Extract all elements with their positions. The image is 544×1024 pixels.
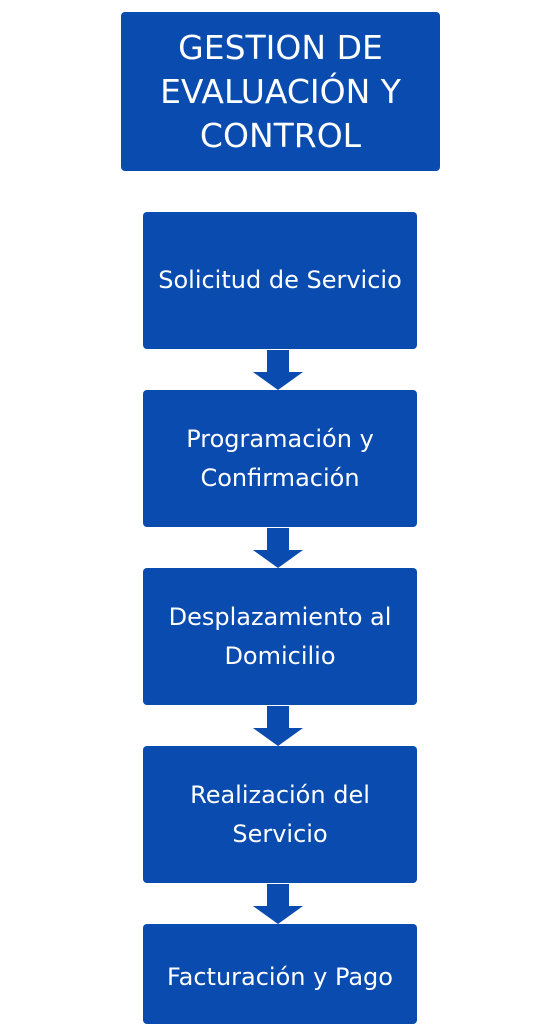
step-label: Desplazamiento al Domicilio	[169, 598, 392, 676]
title-line-3: CONTROL	[199, 115, 362, 155]
step-label-line-1: Facturación y Pago	[167, 962, 393, 991]
step-label-line-1: Solicitud de Servicio	[158, 266, 402, 294]
step-label-line-2: Confirmación	[200, 463, 360, 492]
down-arrow-icon	[253, 706, 303, 746]
down-arrow-icon	[253, 350, 303, 390]
step-box-solicitud: Solicitud de Servicio	[143, 212, 417, 349]
step-label: Realización del Servicio	[190, 776, 370, 854]
step-label-line-1: Programación y	[186, 424, 374, 453]
step-label-line-2: Domicilio	[224, 641, 336, 670]
step-label: Solicitud de Servicio	[158, 261, 402, 300]
step-box-programacion: Programación y Confirmación	[143, 390, 417, 527]
diagram-title-box: GESTION DE EVALUACIÓN Y CONTROL	[121, 12, 440, 171]
step-label-line-1: Realización del	[190, 780, 370, 809]
step-label: Facturación y Pago	[167, 958, 393, 997]
step-box-facturacion: Facturación y Pago	[143, 924, 417, 1024]
diagram-title: GESTION DE EVALUACIÓN Y CONTROL	[160, 26, 401, 158]
step-box-desplazamiento: Desplazamiento al Domicilio	[143, 568, 417, 705]
down-arrow-icon	[253, 884, 303, 924]
step-box-realizacion: Realización del Servicio	[143, 746, 417, 883]
step-label-line-1: Desplazamiento al	[168, 602, 392, 631]
step-label-line-2: Servicio	[232, 819, 328, 848]
title-line-1: GESTION DE	[178, 27, 383, 67]
title-line-2: EVALUACIÓN Y	[160, 71, 401, 111]
down-arrow-icon	[253, 528, 303, 568]
step-label: Programación y Confirmación	[186, 420, 374, 498]
